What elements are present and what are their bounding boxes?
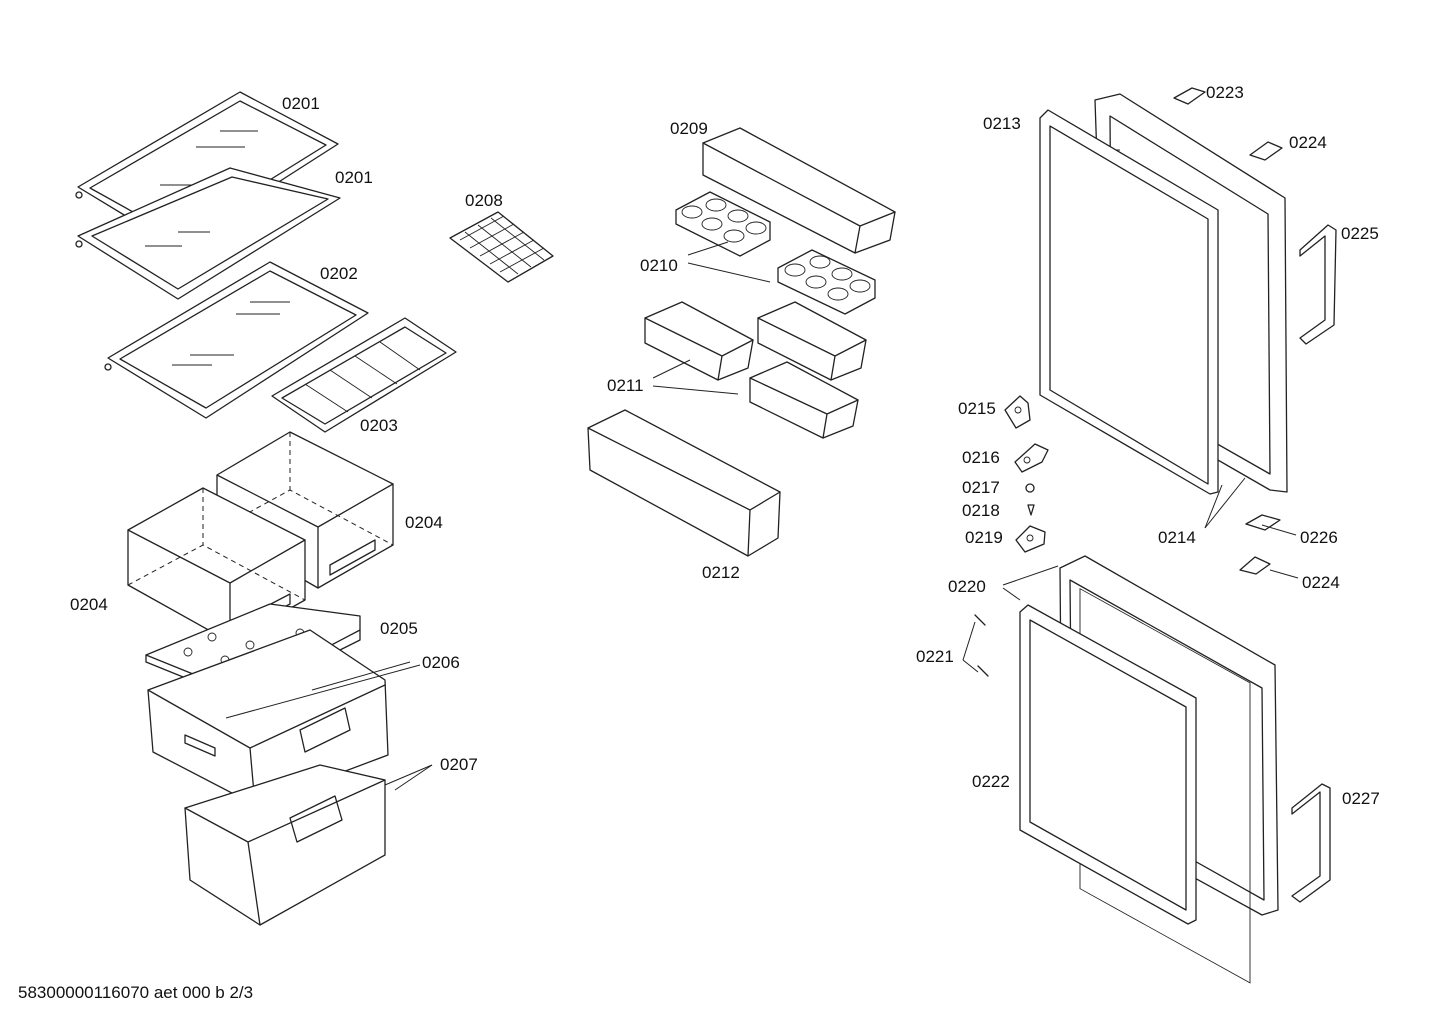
door-bin-part	[644, 301, 754, 381]
cap-part	[1239, 556, 1271, 575]
part-label-0209: 0209	[670, 119, 708, 138]
part-label-0216: 0216	[962, 448, 1000, 467]
part-label-0225: 0225	[1341, 224, 1379, 243]
part-label-0208: 0208	[465, 191, 503, 210]
part-label-0224: 0224	[1302, 573, 1340, 592]
part-label-0227: 0227	[1342, 789, 1380, 808]
drawing-reference-number: 58300000116070 aet 000 b 2/3	[18, 983, 254, 1002]
part-label-0204: 0204	[405, 513, 443, 532]
screw-part	[1027, 504, 1035, 516]
part-label-0210: 0210	[640, 256, 678, 275]
part-label-0226: 0226	[1300, 528, 1338, 547]
part-label-0215: 0215	[958, 399, 996, 418]
part-label-0211: 0211	[607, 376, 644, 395]
bottle-bin-part	[587, 409, 781, 557]
part-label-0207: 0207	[440, 755, 478, 774]
egg-tray-part	[675, 191, 771, 257]
part-label-0201: 0201	[335, 168, 373, 187]
hinge-pin-part	[1245, 514, 1281, 531]
bottle-rack-part	[271, 317, 457, 433]
door-handle-part	[1291, 783, 1331, 903]
hinge-part	[1014, 443, 1049, 473]
leader-lines	[225, 241, 1299, 791]
part-label-0221: 0221	[916, 647, 954, 666]
pin-part	[974, 614, 989, 677]
part-label-0203: 0203	[360, 416, 398, 435]
freezer-gasket-part	[1019, 604, 1197, 925]
cap-part	[1249, 141, 1283, 161]
door-handle-part	[1299, 224, 1337, 345]
part-label-0217: 0217	[962, 478, 1000, 497]
door-gasket-part	[1039, 109, 1219, 495]
washer-part	[1025, 483, 1035, 493]
door-bin-part	[749, 361, 859, 439]
egg-tray-part	[777, 249, 876, 315]
part-label-0204: 0204	[70, 595, 108, 614]
cap-part	[1173, 87, 1206, 105]
part-label-0219: 0219	[965, 528, 1003, 547]
part-label-0201: 0201	[282, 94, 320, 113]
glass-shelf-part	[75, 167, 341, 300]
glass-shelf-part	[104, 261, 369, 419]
ice-tray-part	[449, 211, 554, 283]
part-label-0205: 0205	[380, 619, 418, 638]
part-label-0206: 0206	[422, 653, 460, 672]
hinge-part	[1004, 395, 1031, 429]
part-label-0223: 0223	[1206, 83, 1244, 102]
crisper-drawer-part	[127, 487, 306, 643]
door-shelf-part	[702, 127, 896, 254]
hinge-part	[1015, 525, 1046, 553]
door-bin-part	[757, 301, 867, 381]
freezer-drawer-part	[147, 629, 389, 806]
part-label-0202: 0202	[320, 264, 358, 283]
part-label-0224: 0224	[1289, 133, 1327, 152]
part-label-0213: 0213	[983, 114, 1021, 133]
freezer-drawer-part	[184, 764, 386, 926]
part-label-0222: 0222	[972, 772, 1010, 791]
part-label-0212: 0212	[702, 563, 740, 582]
part-label-0220: 0220	[948, 577, 986, 596]
part-label-0218: 0218	[962, 501, 1000, 520]
part-label-0214: 0214	[1158, 528, 1196, 547]
